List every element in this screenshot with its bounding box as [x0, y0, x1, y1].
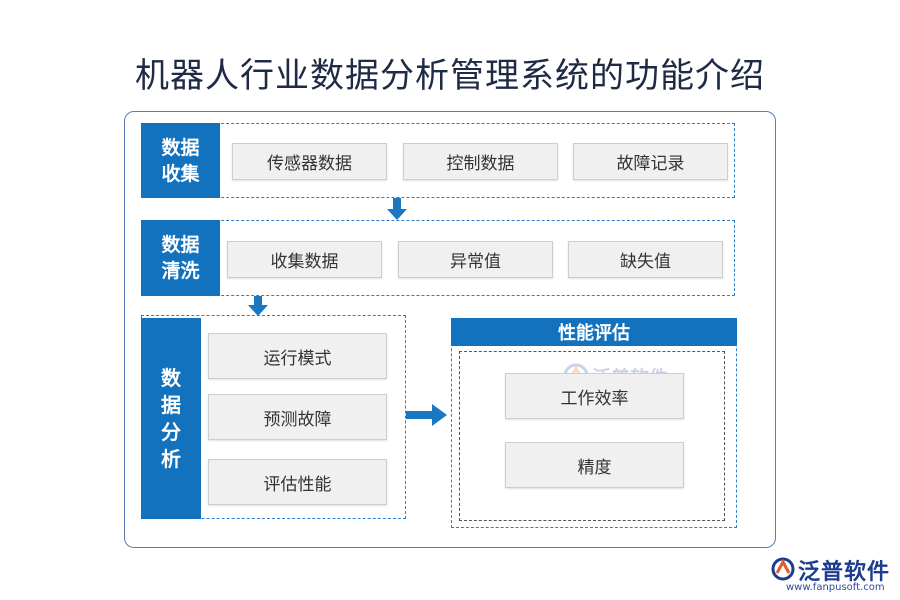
arrow-down-icon: [387, 198, 407, 220]
performance-inner-frame: [459, 351, 725, 521]
analysis-item-evaluate: 评估性能: [208, 459, 387, 505]
brand-name: 泛普软件: [798, 560, 891, 585]
collect-label: 数据收集: [141, 123, 220, 198]
collect-item-control: 控制数据: [403, 143, 558, 180]
clean-item-outlier: 异常值: [398, 241, 553, 278]
analysis-item-predict: 预测故障: [208, 394, 387, 440]
collect-item-sensor: 传感器数据: [232, 143, 387, 180]
page-title: 机器人行业数据分析管理系统的功能介绍: [135, 56, 765, 96]
brand-url: www.fanpusoft.com: [786, 582, 885, 593]
diagram-frame: [124, 111, 776, 548]
arrow-right-icon: [406, 404, 447, 426]
clean-label: 数据清洗: [141, 220, 220, 296]
analysis-item-pattern: 运行模式: [208, 333, 387, 379]
performance-label: 性能评估: [451, 318, 737, 346]
performance-item-precision: 精度: [505, 442, 684, 488]
arrow-down-icon: [248, 296, 268, 316]
clean-item-collected: 收集数据: [227, 241, 382, 278]
clean-item-missing: 缺失值: [568, 241, 723, 278]
collect-item-fault: 故障记录: [573, 143, 728, 180]
performance-item-efficiency: 工作效率: [505, 373, 684, 419]
analysis-label: 数据分析: [141, 318, 201, 519]
fanpu-logo-icon: [771, 557, 795, 581]
